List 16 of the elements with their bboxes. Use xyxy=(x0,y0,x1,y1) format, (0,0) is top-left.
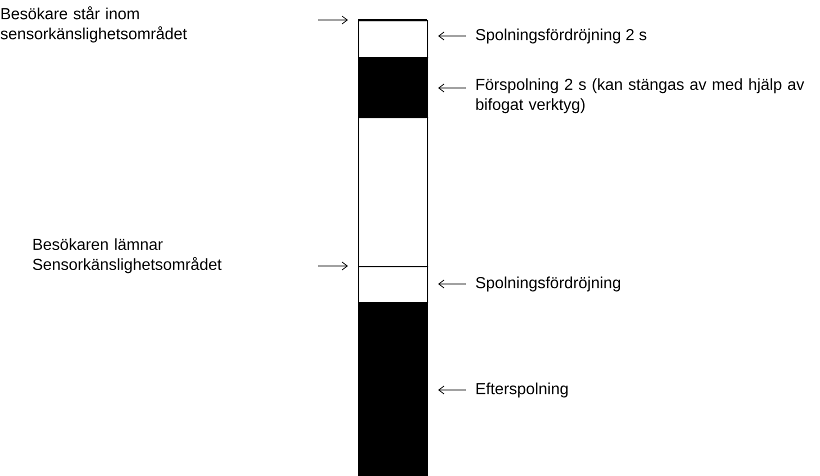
arrow xyxy=(438,386,466,394)
arrow xyxy=(438,84,466,92)
label-text: Besökare står inom sensorkänslighetsområdet xyxy=(0,6,187,42)
bar-segment xyxy=(358,266,428,304)
bar-segment xyxy=(358,20,428,58)
bar-segment xyxy=(358,302,428,476)
label-text: Efterspolning xyxy=(476,382,568,398)
label-text: Spolningsfördröjning xyxy=(476,276,620,292)
arrow xyxy=(318,16,348,24)
label-text: Besökaren lämnar Sensorkänslighetsområdet xyxy=(33,238,222,274)
arrow xyxy=(318,262,348,270)
arrow xyxy=(438,280,466,288)
label-text: Spolningsfördröjning 2 s xyxy=(476,28,646,44)
arrow xyxy=(438,32,466,40)
label-text: Förspolning 2 s (kan stängas av med hjälp av bifogat verktyg) xyxy=(476,78,804,114)
bar-segment xyxy=(358,57,428,118)
